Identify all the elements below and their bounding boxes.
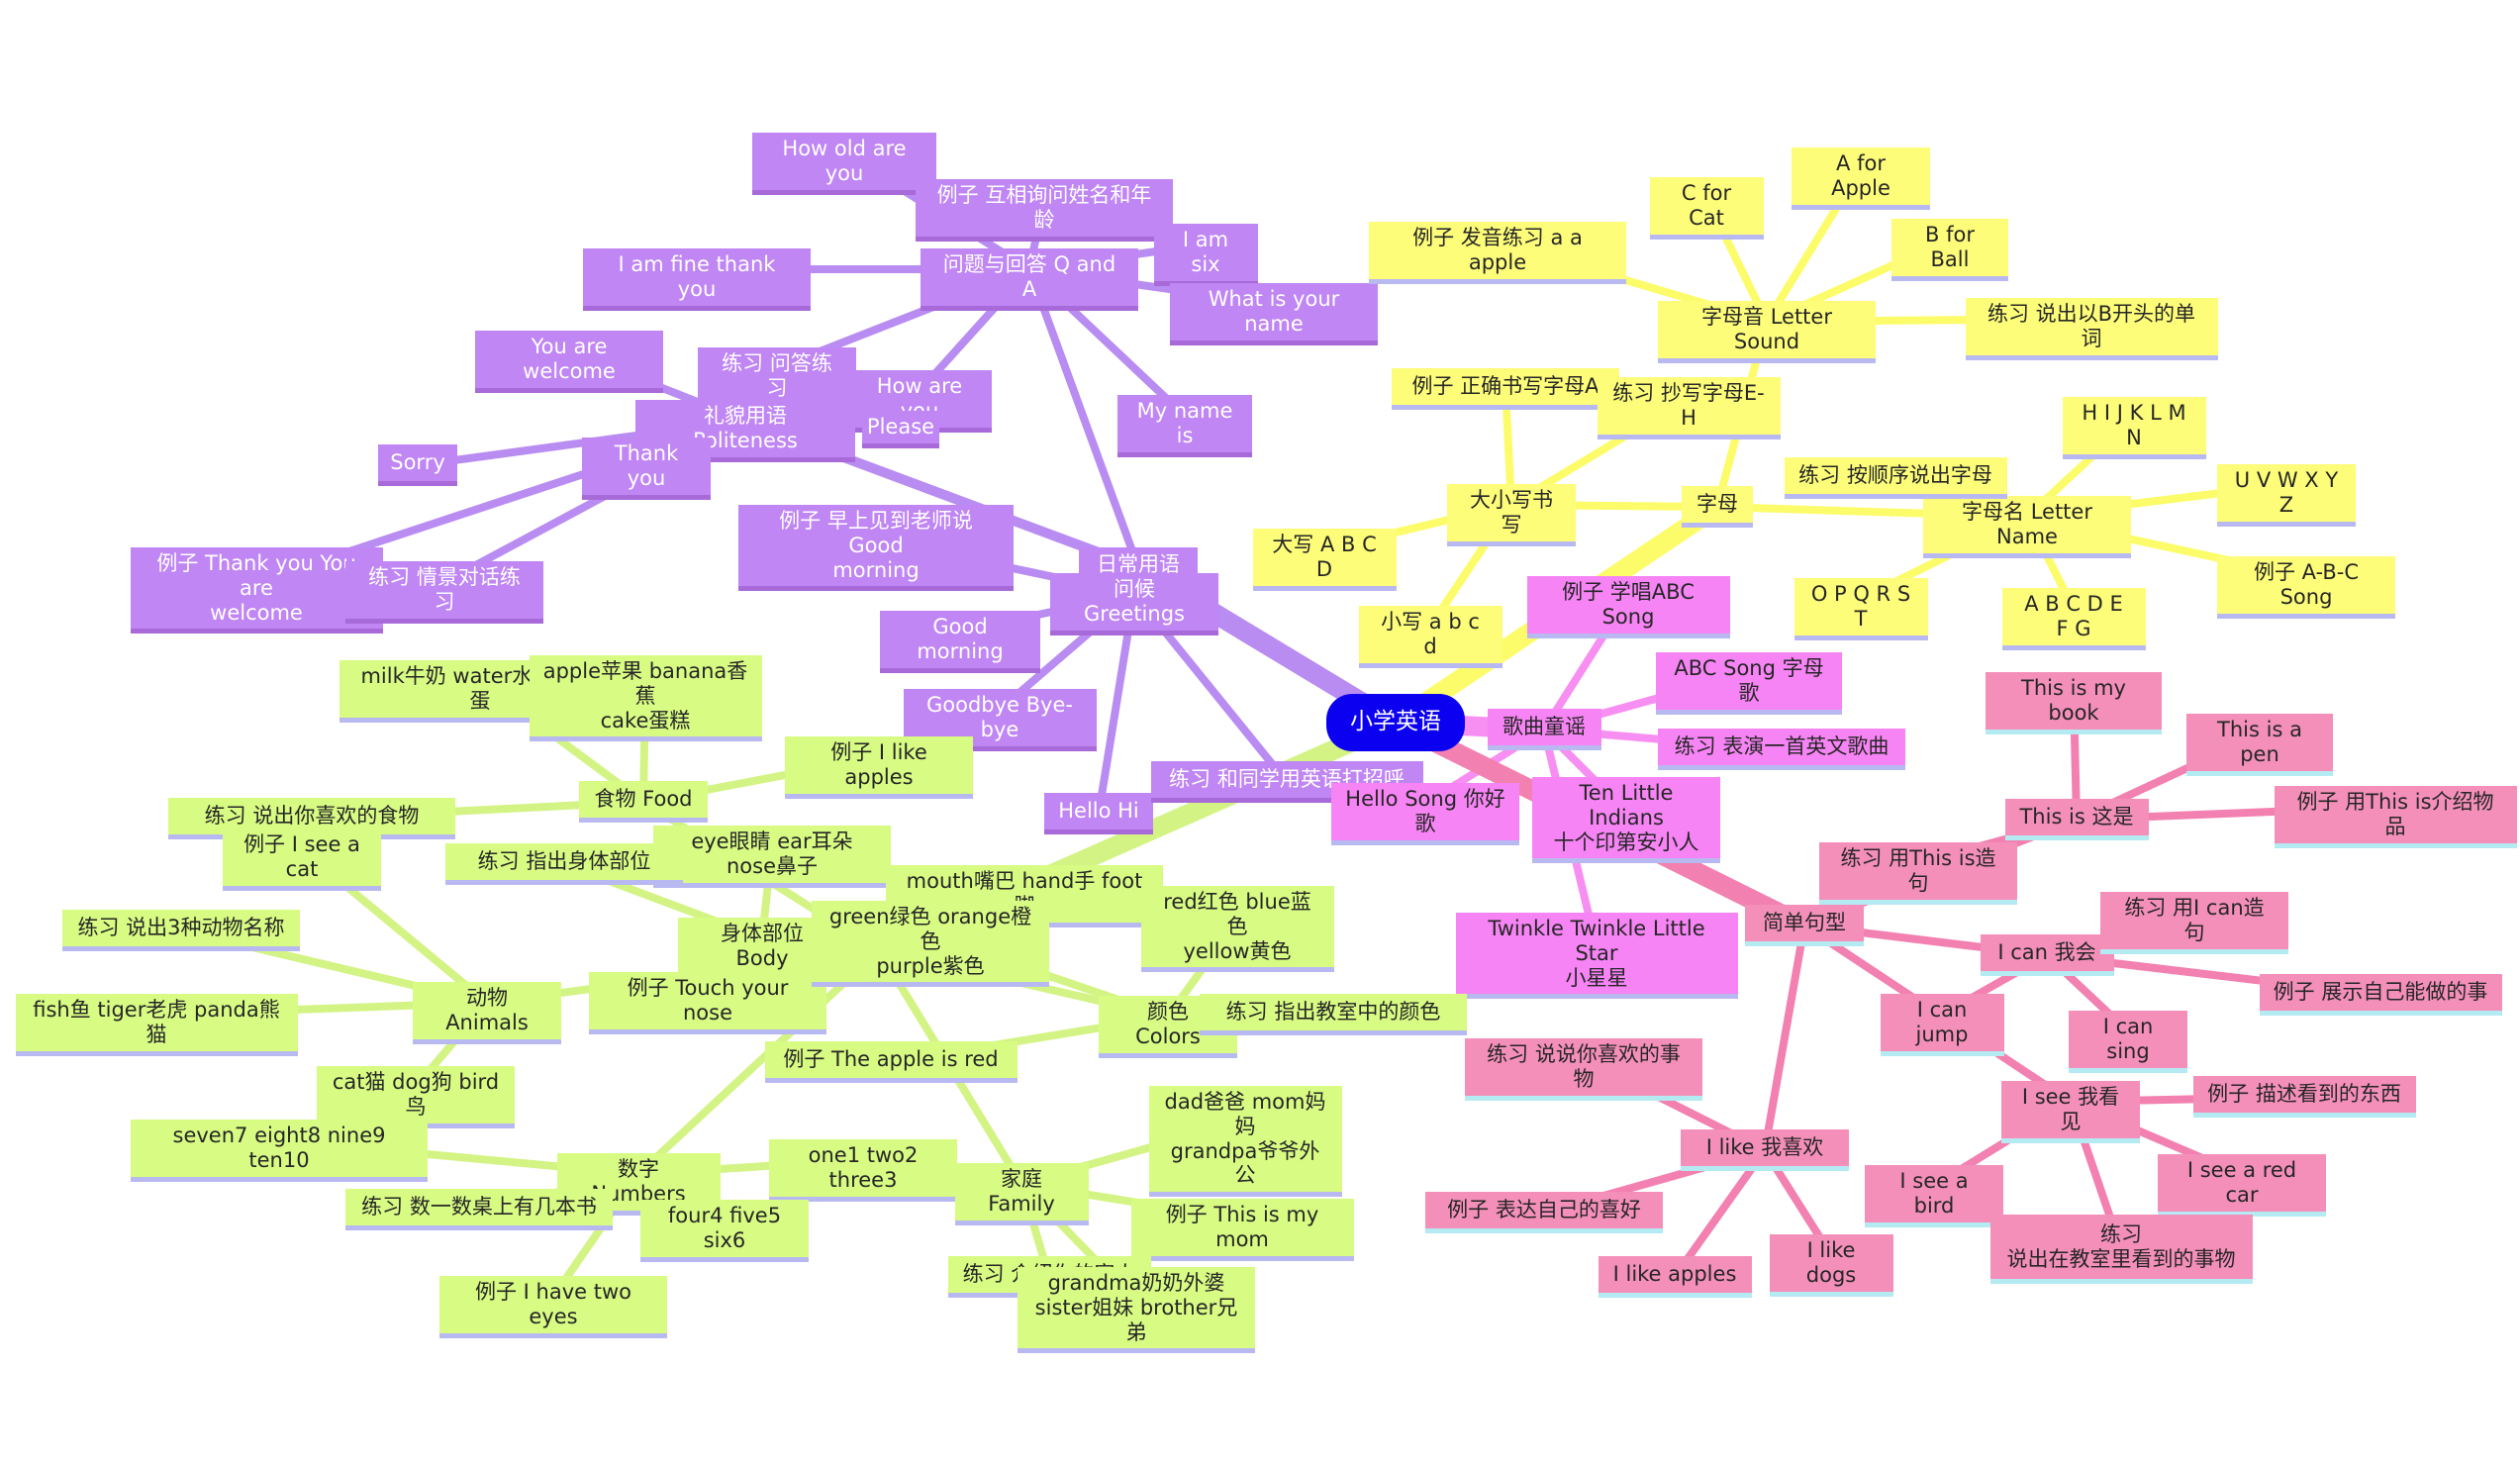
- node-qa-fine[interactable]: I am fine thank you: [583, 248, 811, 311]
- node-s-prac[interactable]: 练习 说出以B开头的单词: [1965, 298, 2218, 360]
- node-ti-pen[interactable]: This is a pen: [2186, 714, 2333, 776]
- node-food[interactable]: 食物 Food: [579, 781, 708, 823]
- node-a-prac[interactable]: 练习 说出3种动物名称: [62, 910, 300, 951]
- node-sentences[interactable]: 简单句型: [1745, 905, 1864, 946]
- node-a-ex[interactable]: 例子 I see a cat: [223, 829, 381, 891]
- node-ic-prac[interactable]: 练习 用I can造句: [2100, 892, 2288, 954]
- node-ti-prac[interactable]: 练习 用This is造句: [1819, 842, 2017, 905]
- node-c-ex[interactable]: 例子 正确书写字母A: [1392, 368, 1619, 410]
- node-ti-book[interactable]: This is my book: [1986, 672, 2162, 734]
- node-lname[interactable]: 字母名 Letter Name: [1923, 496, 2131, 558]
- node-b-eye[interactable]: eye眼睛 ear耳朵 nose鼻子: [653, 826, 891, 888]
- node-songs[interactable]: 歌曲童谣: [1487, 709, 1601, 750]
- node-qa-name[interactable]: What is your name: [1170, 283, 1378, 345]
- node-is-prac[interactable]: 练习 说出在教室里看到的事物: [1989, 1215, 2253, 1284]
- node-s-apple[interactable]: A for Apple: [1792, 147, 1930, 210]
- node-il-dogs[interactable]: I like dogs: [1769, 1234, 1893, 1297]
- node-case[interactable]: 大小写书写: [1447, 484, 1576, 546]
- node-n-ex[interactable]: 例子 A-B-C Song: [2217, 556, 2395, 619]
- node-sg-hello[interactable]: Hello Song 你好歌: [1331, 783, 1519, 845]
- node-nu-four[interactable]: four4 five5 six6: [640, 1200, 809, 1262]
- node-qa-old[interactable]: How old are you: [752, 133, 936, 195]
- node-is-bird[interactable]: I see a bird: [1865, 1165, 2003, 1227]
- node-pol-prac[interactable]: 练习 情景对话练习: [345, 561, 543, 624]
- node-c-lower[interactable]: 小写 a b c d: [1358, 606, 1502, 668]
- node-s-ball[interactable]: B for Ball: [1891, 219, 2008, 281]
- node-s-ex[interactable]: 例子 发音练习 a a apple: [1369, 222, 1626, 284]
- node-pol-thank[interactable]: Thank you: [582, 438, 711, 500]
- node-root[interactable]: 小学英语: [1326, 694, 1465, 751]
- node-co-green[interactable]: green绿色 orange橙色 purple紫色: [812, 901, 1049, 988]
- node-qa-ex[interactable]: 例子 互相询问姓名和年龄: [916, 179, 1173, 242]
- node-pol-welcome[interactable]: You are welcome: [475, 331, 663, 393]
- node-ti-ex[interactable]: 例子 用This is介绍物品: [2274, 786, 2517, 848]
- edge-ilike-il_apples: [1671, 1146, 1769, 1281]
- node-f-ex[interactable]: 例子 I like apples: [785, 736, 973, 799]
- node-ican[interactable]: I can 我会: [1980, 934, 2114, 976]
- node-il-apples[interactable]: I like apples: [1598, 1256, 1752, 1298]
- node-animals[interactable]: 动物 Animals: [413, 982, 561, 1044]
- node-ic-ex[interactable]: 例子 展示自己能做的事: [2259, 974, 2502, 1016]
- node-co-red[interactable]: red红色 blue蓝色 yellow黄色: [1140, 886, 1334, 973]
- node-greet-bye[interactable]: Goodbye Bye-bye: [903, 689, 1097, 751]
- node-qa-my[interactable]: My name is: [1117, 395, 1252, 457]
- node-sg-ten[interactable]: Ten Little Indians 十个印第安小人: [1532, 777, 1720, 864]
- node-is-car[interactable]: I see a red car: [2158, 1154, 2326, 1217]
- node-ilike[interactable]: I like 我喜欢: [1681, 1129, 1849, 1171]
- node-a-fish[interactable]: fish鱼 tiger老虎 panda熊猫: [15, 994, 298, 1056]
- node-sg-prac[interactable]: 练习 表演一首英文歌曲: [1658, 729, 1905, 770]
- edge-sentences-ilike: [1761, 922, 1808, 1154]
- node-s-cat[interactable]: C for Cat: [1649, 177, 1764, 240]
- node-greet-ex[interactable]: 例子 早上见到老师说Good morning: [738, 505, 1014, 592]
- node-b-ex[interactable]: 例子 Touch your nose: [589, 972, 826, 1034]
- node-sg-abc[interactable]: ABC Song 字母歌: [1656, 652, 1842, 715]
- node-pol-ex[interactable]: 例子 Thank you You are welcome: [130, 547, 383, 635]
- node-ic-sing[interactable]: I can sing: [2069, 1011, 2187, 1073]
- node-c-upper[interactable]: 大写 A B C D: [1252, 529, 1397, 591]
- edge-daily-qa: [1025, 265, 1142, 571]
- node-pol-sorry[interactable]: Sorry: [378, 444, 457, 486]
- node-b-prac[interactable]: 练习 指出身体部位: [445, 843, 683, 885]
- node-n-opq[interactable]: O P Q R S T: [1793, 578, 1928, 640]
- node-il-ex[interactable]: 例子 表达自己的喜好: [1425, 1192, 1663, 1233]
- node-il-prac[interactable]: 练习 说说你喜欢的事物: [1465, 1038, 1702, 1101]
- node-fa-grandma[interactable]: grandma奶奶外婆 sister姐妹 brother兄弟: [1018, 1267, 1255, 1354]
- node-letters[interactable]: 字母: [1682, 486, 1753, 528]
- node-thisis[interactable]: This is 这是: [2004, 799, 2149, 840]
- node-greet-prac[interactable]: 练习 和同学用英语打招呼: [1150, 761, 1423, 803]
- node-greet-hello[interactable]: Hello Hi: [1044, 793, 1153, 834]
- node-fa-dad[interactable]: dad爸爸 mom妈妈 grandpa爷爷外公: [1148, 1086, 1342, 1198]
- node-nu-one[interactable]: one1 two2 three3: [769, 1139, 957, 1202]
- node-fa-ex[interactable]: 例子 This is my mom: [1130, 1199, 1354, 1261]
- node-family[interactable]: 家庭 Family: [954, 1163, 1089, 1225]
- node-ic-jump[interactable]: I can jump: [1880, 994, 2004, 1056]
- node-sg-twinkle[interactable]: Twinkle Twinkle Little Star 小星星: [1455, 913, 1738, 1000]
- node-c-prac[interactable]: 练习 抄写字母E-H: [1597, 377, 1781, 440]
- node-n-prac[interactable]: 练习 按顺序说出字母: [1784, 457, 2007, 499]
- node-greet-gm[interactable]: Good morning: [880, 611, 1040, 673]
- node-qa-six[interactable]: I am six: [1153, 224, 1258, 286]
- node-nu-seven[interactable]: seven7 eight8 nine9 ten10: [131, 1120, 428, 1182]
- node-co-ex[interactable]: 例子 The apple is red: [764, 1041, 1018, 1083]
- node-qa[interactable]: 问题与回答 Q and A: [921, 248, 1138, 311]
- node-n-hijk[interactable]: H I J K L M N: [2062, 397, 2206, 459]
- node-isee[interactable]: I see 我看见: [2001, 1081, 2140, 1143]
- node-f-fruit[interactable]: apple苹果 banana香蕉 cake蛋糕: [529, 655, 762, 742]
- node-sg-ex[interactable]: 例子 学唱ABC Song: [1526, 576, 1730, 638]
- edge-words-numbers: [634, 946, 883, 1178]
- node-n-uvw[interactable]: U V W X Y Z: [2217, 464, 2356, 527]
- node-greet[interactable]: 问候 Greetings: [1050, 573, 1218, 635]
- node-is-ex[interactable]: 例子 描述看到的东西: [2192, 1076, 2416, 1118]
- node-nu-prac[interactable]: 练习 数一数桌上有几本书: [345, 1189, 613, 1230]
- node-pol-please[interactable]: Please: [862, 411, 939, 448]
- node-sound[interactable]: 字母音 Letter Sound: [1658, 301, 1876, 363]
- node-co-prac[interactable]: 练习 指出教室中的颜色: [1200, 994, 1467, 1035]
- node-nu-ex[interactable]: 例子 I have two eyes: [439, 1276, 667, 1338]
- node-n-abc[interactable]: A B C D E F G: [2001, 588, 2146, 650]
